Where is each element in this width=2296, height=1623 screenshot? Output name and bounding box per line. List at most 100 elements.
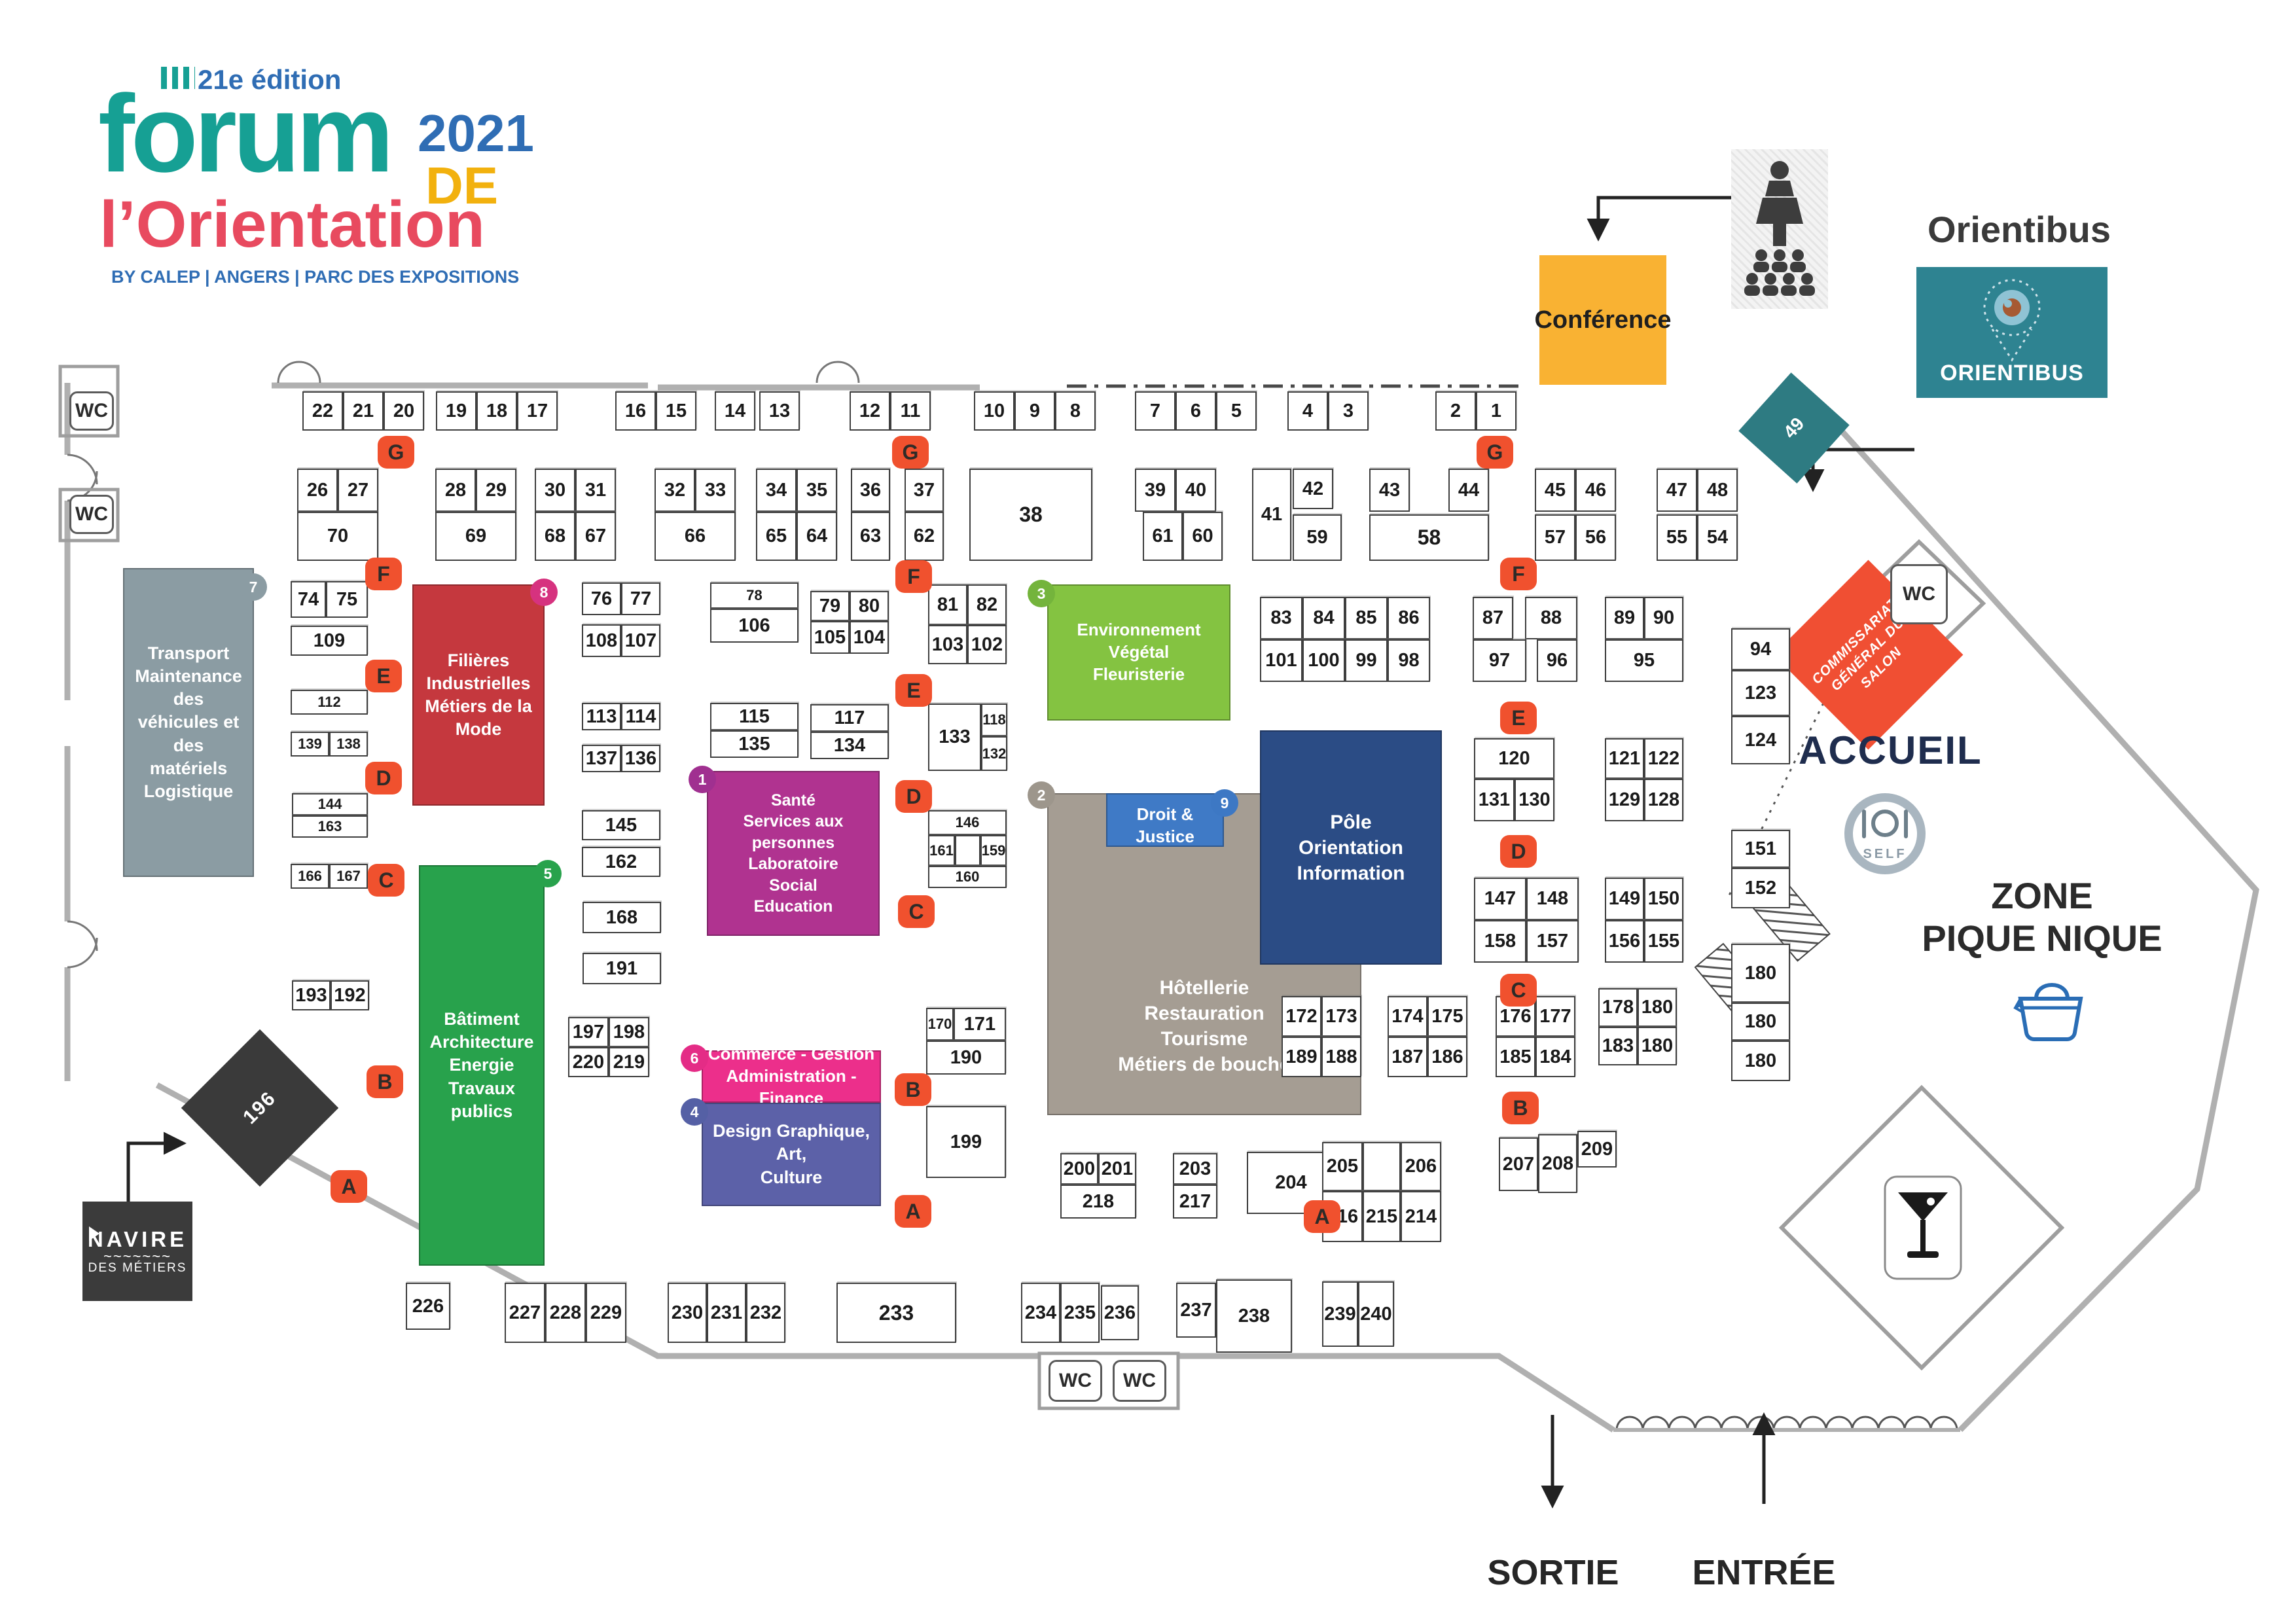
booth-201: 201 [1098, 1153, 1136, 1185]
booth-empty [1363, 1142, 1401, 1191]
zone-badge-5: 5 [534, 860, 562, 887]
row-marker-B: B [1502, 1092, 1539, 1124]
row-marker-E: E [895, 674, 932, 707]
zone-label-line: Tourisme [1160, 1028, 1248, 1050]
booth-66: 66 [655, 512, 736, 561]
booth-98: 98 [1388, 639, 1430, 682]
booth-183: 183 [1598, 1027, 1638, 1065]
booth-97: 97 [1473, 639, 1526, 682]
booth-130: 130 [1515, 779, 1554, 821]
zone-label-line: Social [769, 876, 817, 895]
booth-134: 134 [810, 732, 889, 759]
booth-172: 172 [1282, 996, 1321, 1037]
booth-83: 83 [1260, 597, 1302, 639]
booth-101: 101 [1260, 639, 1302, 682]
booth-74: 74 [291, 581, 326, 618]
booth-145: 145 [582, 810, 660, 840]
booth-112: 112 [291, 690, 368, 715]
zone-label-line: Information [1297, 862, 1405, 884]
zone-badge-3: 3 [1028, 580, 1055, 607]
booth-5: 5 [1216, 391, 1257, 431]
booth-8: 8 [1055, 391, 1096, 431]
accueil-label: ACCUEIL [1799, 728, 1982, 772]
booth-114: 114 [621, 703, 660, 730]
booth-137: 137 [582, 745, 621, 772]
booth-21: 21 [343, 391, 384, 431]
booth-148: 148 [1526, 878, 1579, 920]
booth-96: 96 [1537, 639, 1577, 682]
row-marker-C: C [1500, 974, 1537, 1007]
booth-11: 11 [890, 391, 931, 431]
zone-label-line: matériels [149, 758, 228, 778]
self-restaurant-icon: SELF [1844, 793, 1926, 874]
conference-box: Conférence [1534, 255, 1672, 385]
navire-flag-icon [89, 1226, 99, 1241]
booth-28: 28 [435, 469, 476, 512]
zone-label-line: Design Graphique, Art, [712, 1121, 870, 1164]
booth-84: 84 [1302, 597, 1345, 639]
row-marker-D: D [895, 780, 932, 813]
booth-146: 146 [928, 810, 1007, 835]
booth-61: 61 [1143, 512, 1183, 561]
zone-label-line: Laboratoire [748, 855, 838, 873]
booth-124: 124 [1731, 716, 1790, 764]
booth-158: 158 [1474, 920, 1526, 963]
row-marker-F: F [1500, 558, 1537, 590]
booth-41: 41 [1252, 469, 1291, 561]
booth-31: 31 [575, 469, 616, 512]
booth-107: 107 [621, 624, 660, 657]
row-marker-A: A [895, 1195, 931, 1228]
row-marker-G: G [378, 436, 414, 469]
zone-label-line: Pôle [1330, 811, 1372, 833]
booth-86: 86 [1388, 597, 1430, 639]
row-marker-E: E [365, 660, 402, 692]
booth-232: 232 [746, 1283, 785, 1343]
zone-pique-nique-label: ZONE PIQUE NIQUE [1922, 875, 2162, 959]
zone-label-line: Commerce - Gestion [708, 1044, 875, 1064]
booth-14: 14 [715, 391, 755, 431]
booth-161: 161 [928, 835, 955, 866]
booth-204: 204 [1247, 1152, 1335, 1214]
booth-186: 186 [1427, 1037, 1467, 1077]
booth-87: 87 [1473, 597, 1513, 639]
booth-44: 44 [1448, 469, 1489, 512]
booth-99: 99 [1345, 639, 1388, 682]
booth-180: 180 [1638, 988, 1677, 1027]
zone-label-line: Hôtellerie [1159, 977, 1249, 999]
booth-27: 27 [338, 469, 378, 512]
booth-185: 185 [1496, 1037, 1535, 1077]
booth-166: 166 [291, 864, 329, 889]
booth-40: 40 [1175, 469, 1216, 512]
booth-240: 240 [1358, 1281, 1394, 1347]
booth-156: 156 [1605, 920, 1644, 963]
booth-151: 151 [1731, 830, 1790, 868]
wc-label: WC [1049, 1360, 1102, 1402]
booth-184: 184 [1535, 1037, 1575, 1077]
row-marker-G: G [892, 436, 929, 469]
booth-163: 163 [292, 815, 368, 838]
cocktail-icon [1884, 1175, 1962, 1280]
booth-82: 82 [967, 584, 1007, 625]
row-marker-G: G [1477, 436, 1513, 469]
booth-37: 37 [905, 469, 944, 512]
booth-138: 138 [329, 732, 368, 757]
booth-15: 15 [656, 391, 696, 431]
logo-year: 2021 [418, 104, 534, 162]
booth-135: 135 [710, 730, 798, 758]
zone-label-line: Transport [147, 643, 230, 664]
orientibus-box: ORIENTIBUS [1916, 267, 2108, 398]
booth-29: 29 [476, 469, 516, 512]
booth-4: 4 [1287, 391, 1328, 431]
booth-115: 115 [710, 703, 798, 730]
logo-byline: BY CALEP | ANGERS | PARC DES EXPOSITIONS [111, 267, 520, 287]
row-marker-F: F [365, 558, 402, 590]
booth-131: 131 [1474, 779, 1515, 821]
booth-205: 205 [1322, 1142, 1363, 1191]
row-marker-D: D [1500, 835, 1537, 868]
wc-label: WC [1890, 564, 1948, 624]
booth-62: 62 [905, 512, 944, 561]
booth-3: 3 [1328, 391, 1369, 431]
zone-label-line: Travaux publics [448, 1078, 516, 1121]
zone-badge-2: 2 [1028, 781, 1055, 809]
